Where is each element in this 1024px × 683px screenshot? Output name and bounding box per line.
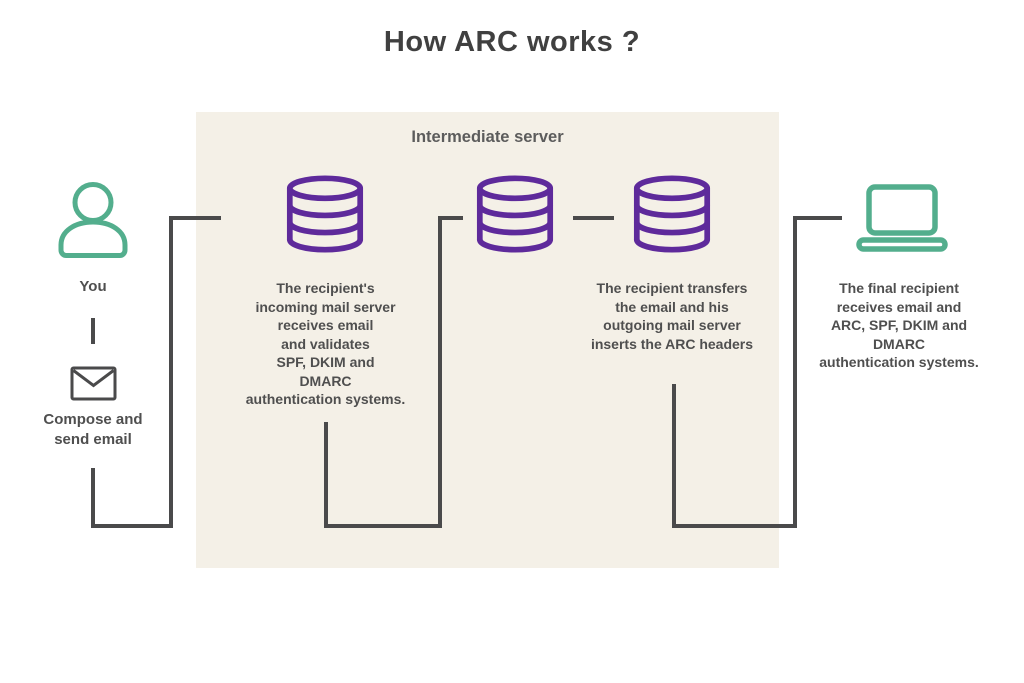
connector1-top-stub	[169, 216, 221, 220]
intermediate-server-panel	[196, 112, 779, 568]
database-icon-outgoing-server	[633, 175, 711, 253]
diagram-title: How ARC works ?	[383, 26, 641, 58]
sender-vertical-dash	[91, 318, 95, 344]
intermediate-server-label: Intermediate server	[411, 128, 564, 146]
database-icon-transfer-server	[476, 175, 554, 253]
connector2-top-stub	[438, 216, 463, 220]
step2-description: The recipient transfers the email and hi…	[590, 280, 754, 352]
connector3-vertical-from-text	[672, 384, 676, 528]
connector1-bottom-horizontal	[91, 524, 173, 528]
connector2-bottom-horizontal	[324, 524, 442, 528]
step1-description: The recipient's incoming mail server rec…	[245, 280, 406, 407]
connector3-vertical-up	[793, 216, 797, 528]
connector-server2-server3-dash	[573, 216, 614, 220]
connector3-top-stub	[793, 216, 842, 220]
sender-label: You	[79, 278, 107, 295]
connector1-vertical-from-email	[91, 468, 95, 528]
connector1-vertical-up	[169, 216, 173, 528]
step3-description: The final recipient receives email and A…	[819, 280, 979, 370]
user-icon	[58, 182, 128, 258]
connector3-bottom-horizontal	[672, 524, 797, 528]
connector2-vertical-up	[438, 216, 442, 528]
connector2-vertical-from-text	[324, 422, 328, 528]
database-icon-incoming-server	[286, 175, 364, 253]
sender-action-label: Compose and send email	[43, 411, 143, 448]
laptop-icon	[856, 184, 948, 252]
envelope-icon	[70, 366, 117, 401]
